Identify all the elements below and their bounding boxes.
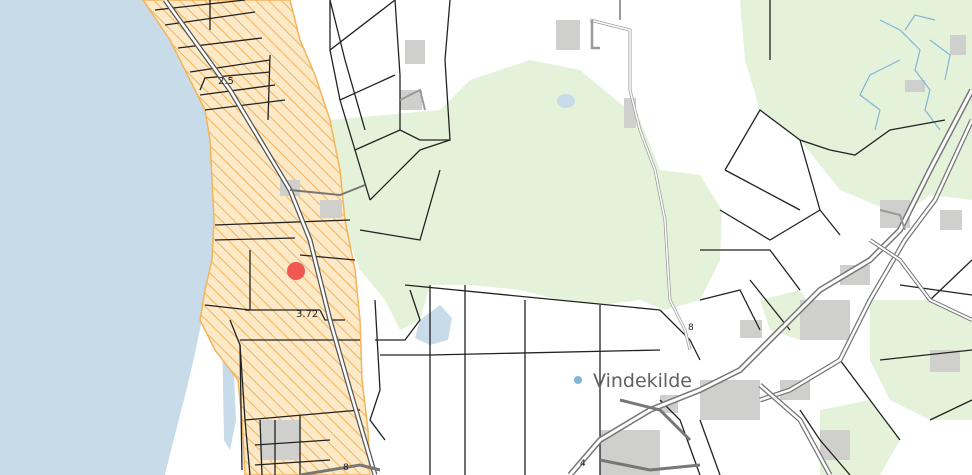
parcel-label: 2.5 [218, 76, 234, 87]
sea-water [0, 0, 217, 475]
pond [557, 94, 575, 108]
road-number-label: 8 [343, 463, 349, 473]
forest-area [870, 300, 972, 420]
place-dot-icon [574, 376, 582, 384]
road-number-label: 8 [688, 323, 694, 333]
roads [162, 0, 972, 475]
location-marker-icon[interactable] [287, 262, 305, 280]
forest-area [740, 0, 972, 215]
pond [415, 305, 452, 345]
place-label: Vindekilde [593, 370, 692, 392]
streams [859, 14, 951, 131]
parcel-label: 3.72 [296, 309, 318, 320]
hatched-zone [142, 0, 371, 475]
parcel-lines [154, 0, 972, 475]
road-number-label: 4 [580, 459, 586, 469]
